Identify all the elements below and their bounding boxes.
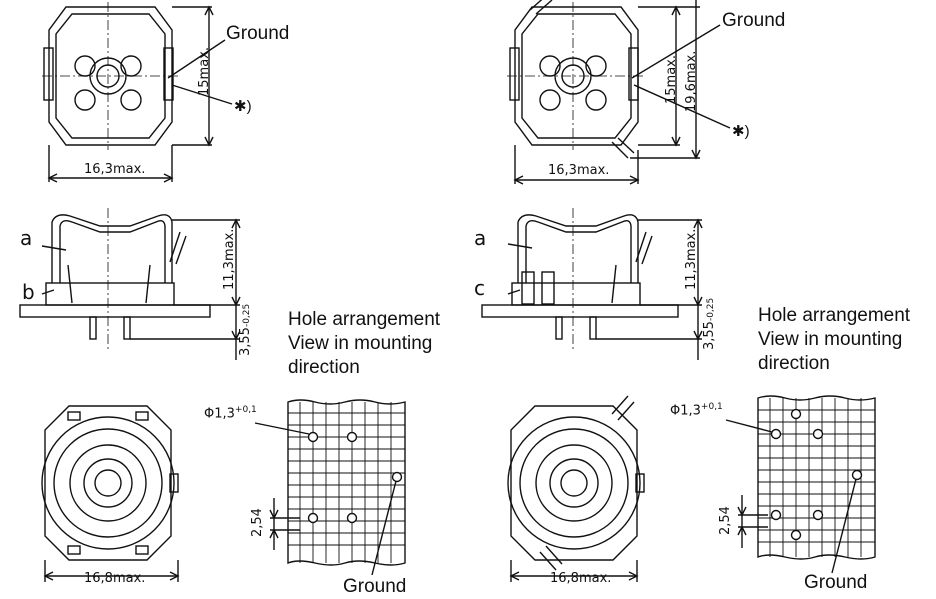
left-top-view [42,2,233,183]
ground-label-top-right: Ground [722,10,786,31]
hole-title-right: Hole arrangement View in mounting direct… [758,305,911,374]
letter-c-right: c [474,276,485,300]
dim-width-bottom-right: 16,8max. [550,571,612,586]
right-top-view [507,0,731,185]
left-hole-grid [254,399,406,576]
star-note-top-left: ✱) [234,98,252,115]
hole-title-left: Hole arrangement View in mounting direct… [288,309,441,378]
pitch-dim-left: 2,54 [250,508,265,537]
dim-height-side-left: 11,3max. [222,228,237,290]
hole-diameter-right: Φ1,3+0,1 [670,402,723,419]
left-bottom-view [41,405,180,582]
left-side-view [19,208,241,360]
dim-width-bottom-left: 16,8max. [84,571,146,586]
dim-height-19-6-top-right: 19,6max. [684,50,699,112]
pitch-dim-right: 2,54 [718,506,733,535]
dim-height-15-top-right: 15max. [664,55,679,104]
dim-width-top-left: 16,3max. [84,162,146,177]
ground-label-top-left: Ground [226,23,290,44]
ground-label-grid-left: Ground [343,576,407,597]
ground-label-grid-right: Ground [804,572,868,593]
dim-width-top-right: 16,3max. [548,163,610,178]
letter-b-left: b [22,280,35,304]
letter-a-left: a [20,226,33,250]
dim-pin-side-right: 3,55-0,25 [702,297,717,350]
letter-a-right: a [474,226,487,250]
dim-height-side-right: 11,3max. [684,228,699,290]
star-note-top-right: ✱) [732,123,750,140]
dim-height-top-left: 15max. [197,47,212,96]
right-side-view [481,208,703,360]
right-bottom-view [507,395,645,582]
dim-pin-side-left: 3,55-0,25 [238,303,253,356]
hole-diameter-left: Φ1,3+0,1 [204,405,257,422]
right-hole-grid [725,395,876,574]
